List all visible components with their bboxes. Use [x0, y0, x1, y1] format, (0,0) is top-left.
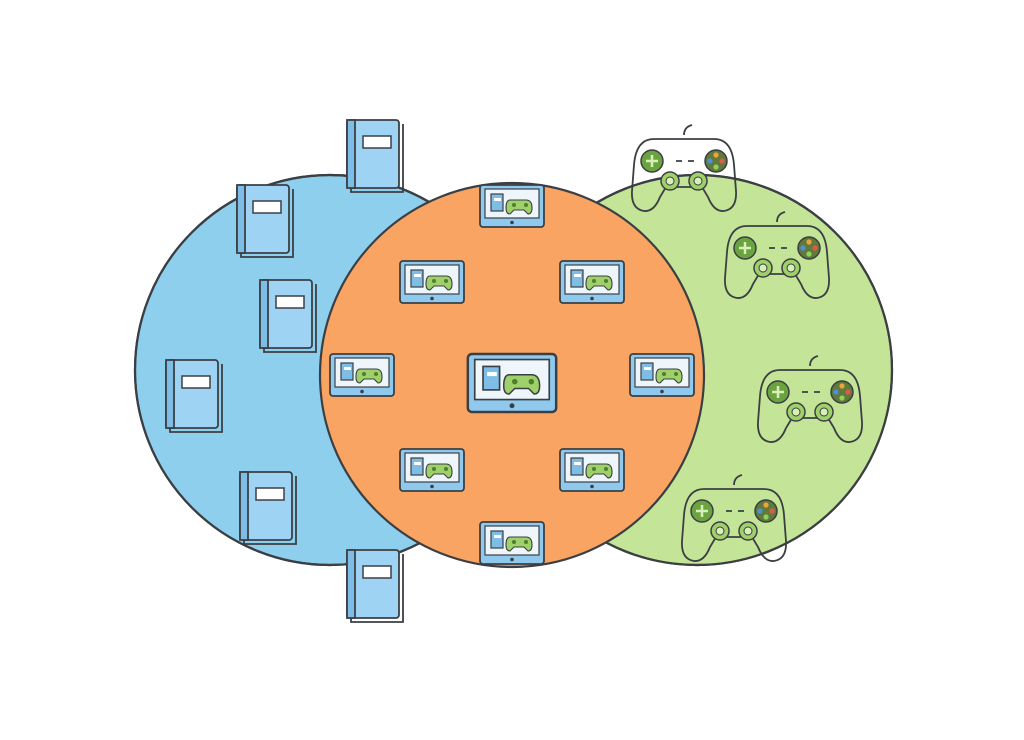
tablet-book-gamepad-icon [399, 260, 465, 304]
tablet-book-gamepad-icon [559, 448, 625, 492]
tablet-book-gamepad-icon [479, 521, 545, 565]
tablet-book-gamepad-icon [399, 448, 465, 492]
tablet-book-gamepad-icon [466, 352, 558, 414]
book-icon [346, 119, 404, 193]
book-icon [165, 359, 223, 433]
tablet-book-gamepad-icon [559, 260, 625, 304]
tablet-book-gamepad-icon [329, 353, 395, 397]
book-icon [239, 471, 297, 545]
book-icon [236, 184, 294, 258]
book-icon [259, 279, 317, 353]
tablet-book-gamepad-icon [629, 353, 695, 397]
book-icon [346, 549, 404, 623]
tablet-book-gamepad-icon [479, 184, 545, 228]
